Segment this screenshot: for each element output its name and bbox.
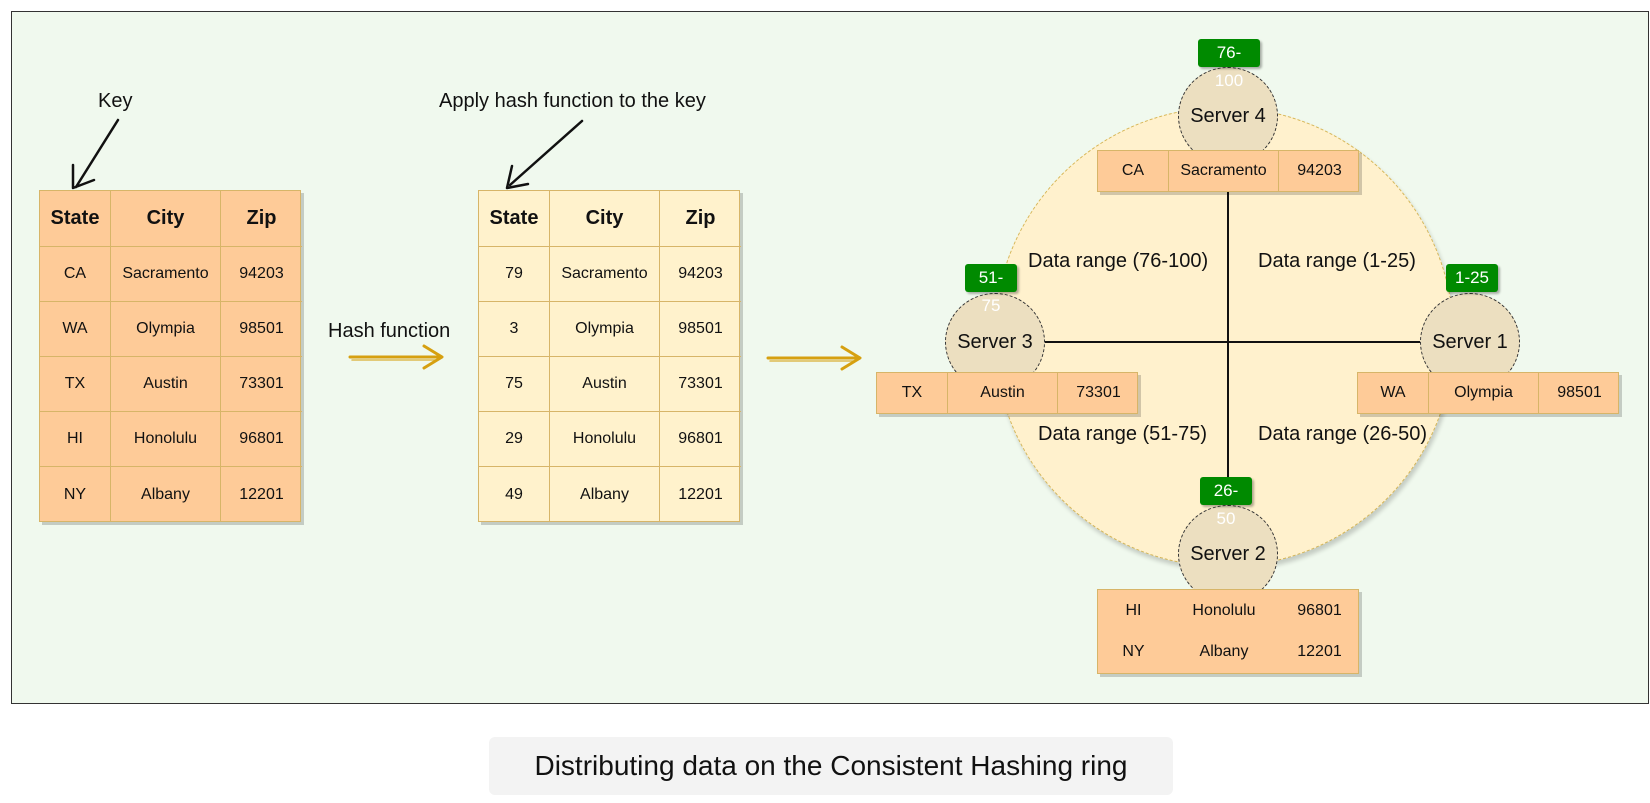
data-cell: CA xyxy=(1098,151,1169,191)
server-2-node: Server 2 xyxy=(1178,505,1278,603)
table-cell: Austin xyxy=(111,357,221,412)
server-1-range-badge: 1-25 xyxy=(1446,264,1498,292)
table-header: City xyxy=(550,191,660,247)
table-cell: CA xyxy=(40,247,111,302)
data-cell: Olympia xyxy=(1429,373,1539,413)
table-cell: Honolulu xyxy=(550,412,660,467)
key-annotation: Key xyxy=(98,90,133,112)
table-cell: 96801 xyxy=(660,412,741,467)
data-cell: WA xyxy=(1358,373,1429,413)
table-cell: 49 xyxy=(479,467,550,522)
data-cell: 73301 xyxy=(1076,384,1121,401)
table-header: State xyxy=(40,191,111,247)
table-cell: NY xyxy=(40,467,111,522)
table-header: Zip xyxy=(221,191,302,247)
server-3-data: TX Austin 73301 xyxy=(876,372,1138,414)
table-header: Zip xyxy=(660,191,741,247)
data-cell: 12201 xyxy=(1297,642,1342,660)
table-cell: 98501 xyxy=(221,302,302,357)
data-cell: HI xyxy=(1125,601,1142,619)
table-cell: Honolulu xyxy=(111,412,221,467)
table-cell: 29 xyxy=(479,412,550,467)
server-1-data: WA Olympia 98501 xyxy=(1357,372,1619,414)
table-cell: Sacramento xyxy=(111,247,221,302)
data-range-label: Data range (76-100) xyxy=(1028,250,1209,272)
figure-caption: Distributing data on the Consistent Hash… xyxy=(489,737,1173,795)
table-cell: 12201 xyxy=(678,485,723,503)
table-cell: Austin xyxy=(550,357,660,412)
hashed-key-table: State City Zip 79 Sacramento 94203 3 Oly… xyxy=(478,190,741,522)
data-cell: 98501 xyxy=(1557,384,1602,401)
table-cell: Olympia xyxy=(111,302,221,357)
table-cell: 94203 xyxy=(660,247,741,302)
server-3-range-badge: 51-75 xyxy=(965,264,1017,315)
apply-hash-pointer-arrow xyxy=(505,119,584,190)
table-cell: 3 xyxy=(479,302,550,357)
data-cell: 96801 xyxy=(1297,601,1342,619)
table-cell: 73301 xyxy=(660,357,741,412)
data-cell: TX xyxy=(877,373,948,413)
data-cell: Austin xyxy=(948,373,1058,413)
table-cell: HI xyxy=(40,412,111,467)
data-cell: Sacramento xyxy=(1169,151,1279,191)
table-cell: 12201 xyxy=(239,485,284,503)
apply-hash-annotation: Apply hash function to the key xyxy=(439,90,706,112)
table-cell: 79 xyxy=(479,247,550,302)
server-4-data: CA Sacramento 94203 xyxy=(1097,150,1359,192)
data-cell: Honolulu xyxy=(1192,601,1256,619)
original-key-table: State City Zip CA Sacramento 94203 WA Ol… xyxy=(39,190,302,522)
table-cell: 75 xyxy=(479,357,550,412)
ring-vertical-axis xyxy=(1227,190,1229,488)
table-cell: 73301 xyxy=(221,357,302,412)
table-cell: 98501 xyxy=(660,302,741,357)
table-cell: WA xyxy=(40,302,111,357)
server-2-range-badge: 26-50 xyxy=(1200,477,1252,528)
table-cell: Sacramento xyxy=(550,247,660,302)
table-cell: Olympia xyxy=(550,302,660,357)
data-cell: NY xyxy=(1122,642,1145,660)
server-4-range-badge: 76-100 xyxy=(1198,39,1260,90)
to-ring-arrow xyxy=(766,345,862,371)
table-cell: 94203 xyxy=(221,247,302,302)
hash-function-label: Hash function xyxy=(328,320,451,342)
server-2-data: HI Honolulu 96801 NY Albany 12201 xyxy=(1097,589,1359,674)
key-pointer-arrow xyxy=(71,118,120,190)
data-cell: 94203 xyxy=(1297,162,1342,179)
table-header: State xyxy=(479,191,550,247)
data-cell: Albany xyxy=(1199,642,1249,660)
table-cell: Albany xyxy=(550,467,660,522)
data-range-label: Data range (26-50) xyxy=(1258,423,1427,445)
server-4-node: Server 4 xyxy=(1178,67,1278,165)
table-header: City xyxy=(111,191,221,247)
ring-horizontal-axis xyxy=(1040,341,1420,343)
hash-function-arrow xyxy=(348,344,444,370)
table-cell: Albany xyxy=(111,467,221,522)
data-range-label: Data range (51-75) xyxy=(1038,423,1207,445)
table-cell: TX xyxy=(40,357,111,412)
data-range-label: Data range (1-25) xyxy=(1258,250,1416,272)
table-cell: 96801 xyxy=(221,412,302,467)
